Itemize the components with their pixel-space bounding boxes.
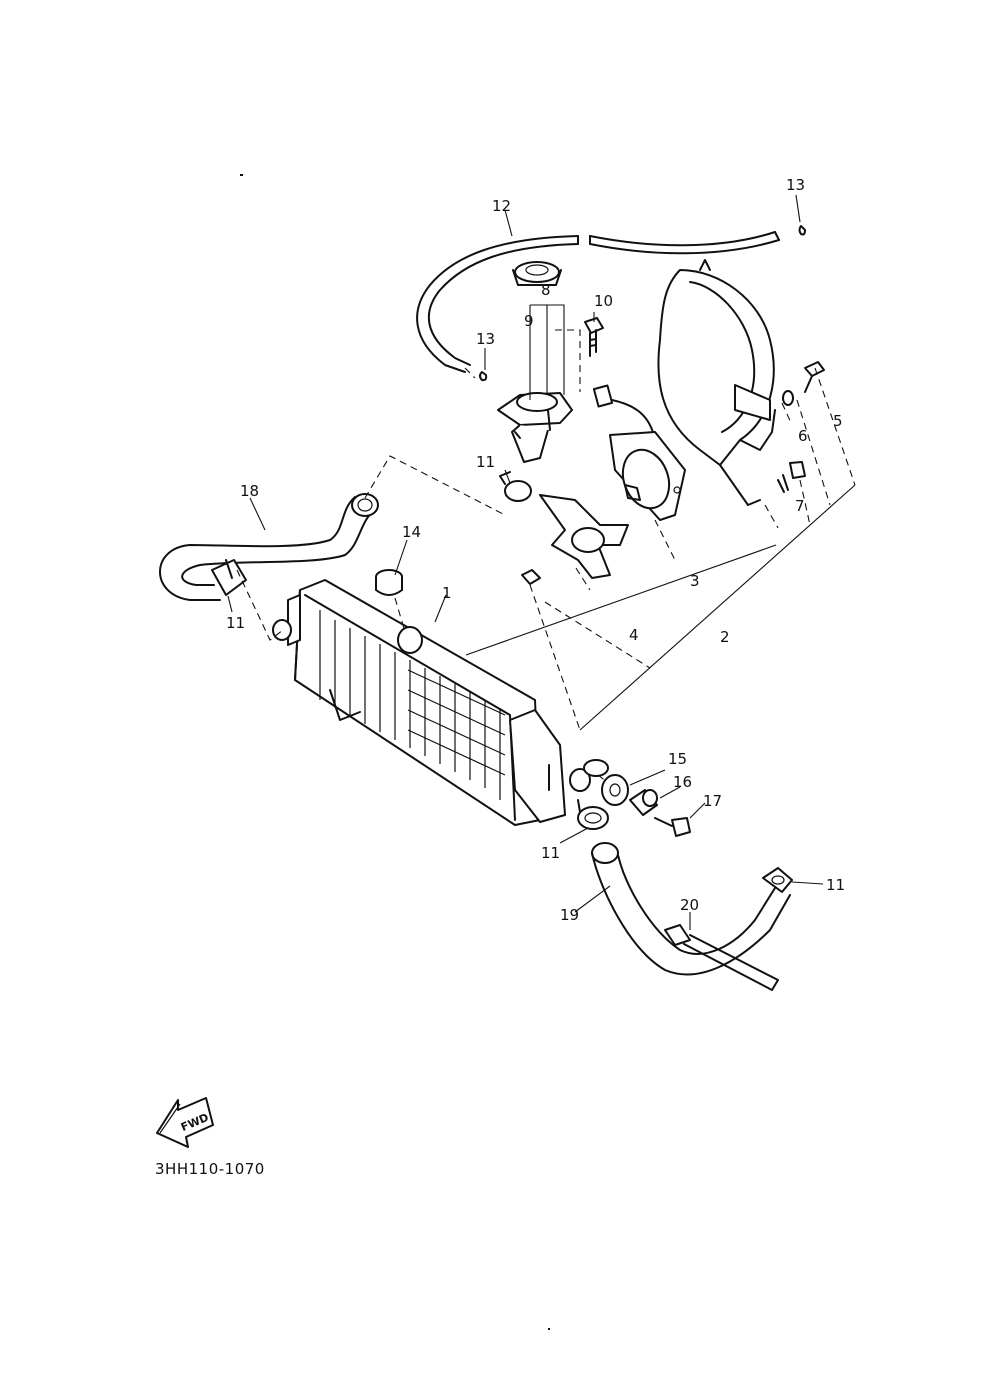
callout-11-lower: 11 <box>541 844 560 862</box>
hose-clip-left <box>479 371 488 382</box>
fan-shroud <box>657 259 776 506</box>
fan-blade <box>539 494 629 579</box>
radiator <box>272 579 566 826</box>
hose-clamp-lower <box>577 799 609 830</box>
callout-16: 16 <box>673 773 692 791</box>
bolt-17 <box>654 817 691 837</box>
callout-15: 15 <box>668 750 687 768</box>
callout-2: 2 <box>720 628 730 646</box>
fan-bolt <box>521 569 541 585</box>
stray-marks <box>240 174 550 1330</box>
callout-6: 6 <box>798 427 808 445</box>
callout-13-left: 13 <box>476 330 495 348</box>
fwd-arrow: FWD <box>156 1097 214 1148</box>
callout-11-upper: 11 <box>476 453 495 471</box>
outlet-pipe <box>569 759 609 792</box>
hose-clamp-lower-right <box>762 867 793 893</box>
callout-9: 9 <box>524 312 534 330</box>
callout-5: 5 <box>833 412 843 430</box>
callout-20: 20 <box>680 896 699 914</box>
callout-17: 17 <box>703 792 722 810</box>
overflow-hose <box>416 231 780 373</box>
radiator-cap <box>375 569 403 596</box>
callout-12: 12 <box>492 197 511 215</box>
cable-tie <box>664 924 779 991</box>
callout-19: 19 <box>560 906 579 924</box>
callouts: 1 2 3 4 5 6 7 8 9 10 11 11 11 11 12 13 1… <box>226 176 845 924</box>
leader-lines <box>227 194 856 930</box>
filler-neck <box>497 261 573 463</box>
grommet-15 <box>601 774 629 806</box>
callout-13-right: 13 <box>786 176 805 194</box>
bolt-10 <box>584 317 604 357</box>
callout-3: 3 <box>690 572 700 590</box>
hose-clip-right <box>798 225 806 236</box>
callout-14: 14 <box>402 523 421 541</box>
shroud-washer <box>782 390 794 406</box>
shroud-screw <box>804 361 825 393</box>
mount-collar <box>777 461 806 493</box>
lower-radiator-hose <box>591 842 791 976</box>
callout-8: 8 <box>541 281 551 299</box>
callout-1: 1 <box>442 584 452 602</box>
callout-4: 4 <box>629 626 639 644</box>
callout-11-right: 11 <box>826 876 845 894</box>
collar-16 <box>629 789 658 816</box>
callout-18: 18 <box>240 482 259 500</box>
hose-clamp-upper-left <box>211 559 247 596</box>
callout-7: 7 <box>795 497 805 515</box>
upper-radiator-hose <box>159 493 379 601</box>
diagram-code: 3HH110-1070 <box>155 1160 265 1178</box>
callout-10: 10 <box>594 292 613 310</box>
hose-clamp-upper <box>499 471 532 502</box>
assembly-lines <box>236 329 856 783</box>
callout-11-left: 11 <box>226 614 245 632</box>
fan-motor <box>609 431 686 521</box>
